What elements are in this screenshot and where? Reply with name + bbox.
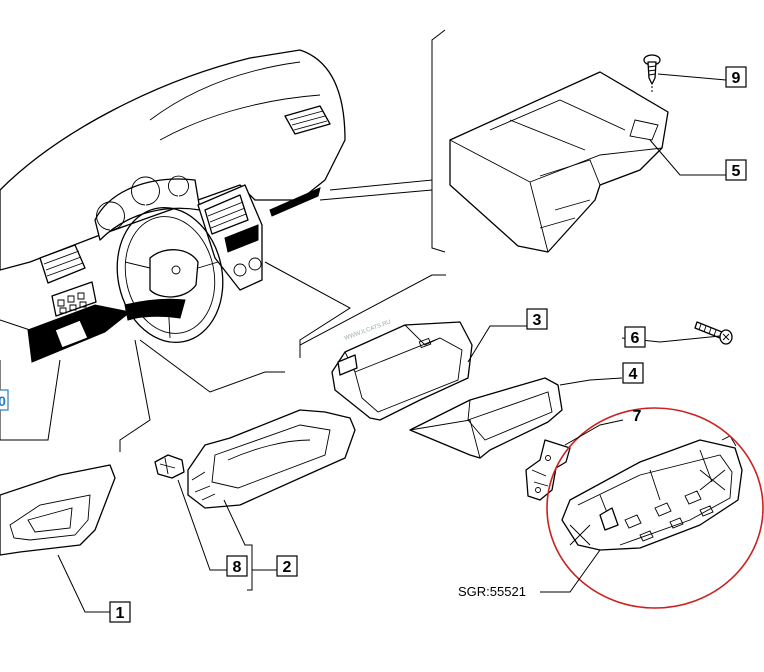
callout-4: 4	[622, 362, 644, 384]
callout-3-label: 3	[533, 312, 542, 329]
callout-2: 2	[276, 555, 298, 577]
callout-8-label: 8	[233, 559, 242, 576]
callout-5: 5	[725, 159, 747, 181]
storage-tray-4	[409, 377, 563, 459]
dashboard-assembly	[0, 49, 346, 363]
callout-1-label: 1	[116, 605, 125, 622]
callout-1: 1	[109, 601, 131, 623]
callout-6: 6	[624, 326, 646, 348]
bolt-6-icon	[694, 321, 733, 345]
glovebox-lid	[187, 409, 356, 509]
reference-code: SGR:55521	[458, 584, 526, 599]
callout-2-label: 2	[283, 559, 292, 576]
callout-leaders	[57, 73, 727, 613]
screw-9-icon	[643, 54, 661, 94]
leader-lines	[0, 29, 446, 452]
bracket-7-icon	[525, 439, 571, 501]
callout-7-label: 7	[633, 408, 642, 425]
callout-8: 8	[226, 555, 248, 577]
edge-callout: 0	[0, 389, 9, 411]
storage-tray-3	[331, 321, 473, 421]
callout-4-label: 4	[629, 366, 638, 383]
highlight-circle	[546, 407, 764, 609]
callout-7: 7	[633, 408, 642, 425]
glovebox-housing	[449, 71, 669, 253]
callout-9-label: 9	[732, 70, 741, 87]
clip-8-icon	[154, 454, 185, 479]
callout-9: 9	[725, 66, 747, 88]
edge-callout-label: 0	[0, 393, 6, 409]
knee-panel	[0, 464, 116, 556]
callout-3: 3	[526, 308, 548, 330]
highlighted-bracket-assembly	[546, 407, 764, 609]
steering-wheel	[116, 206, 224, 344]
callout-6-label: 6	[631, 330, 640, 347]
callout-5-label: 5	[732, 163, 741, 180]
